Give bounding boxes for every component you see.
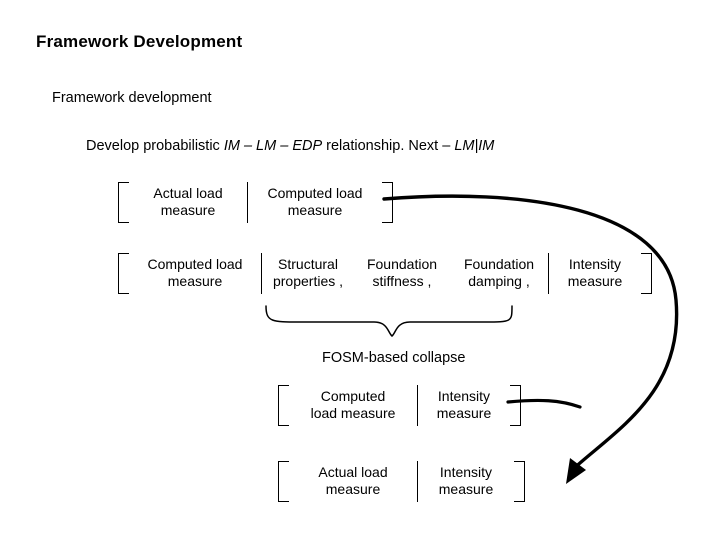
- matrix-cell: Actual load measure: [153, 185, 223, 219]
- matrix-cell: Computed load measure: [247, 182, 382, 224]
- matrix-cell: Intensity measure: [548, 253, 641, 295]
- matrix-cell: Computed load measure: [310, 388, 396, 422]
- bracket-right-icon: [510, 385, 521, 427]
- bracket-left-icon: [118, 182, 129, 224]
- lead-line-italic-2: LM|IM: [454, 138, 495, 154]
- matrix-group-2: Computed load measure Structural propert…: [118, 253, 652, 295]
- flow-arrow-curve: [382, 194, 679, 472]
- matrix-cell: Foundation stiffness ,: [366, 256, 438, 290]
- matrix-cell: Intensity measure: [417, 385, 510, 427]
- bracket-right-icon: [641, 253, 652, 295]
- matrix-cells: Actual load measure Intensity measure: [289, 461, 514, 503]
- matrix-cell: Actual load measure: [318, 464, 388, 498]
- matrix-cell: Computed load measure: [147, 256, 243, 290]
- page-title: Framework Development: [36, 32, 243, 51]
- lead-line-pre: Develop probabilistic: [86, 138, 224, 154]
- lead-line: Develop probabilistic IM – LM – EDP rela…: [86, 138, 494, 154]
- bracket-left-icon: [118, 253, 129, 295]
- bracket-right-icon: [382, 182, 393, 224]
- matrix-cells: Actual load measure Computed load measur…: [129, 182, 382, 224]
- flow-arrow-head-icon: [566, 458, 586, 484]
- lead-line-mid: relationship. Next –: [322, 138, 455, 154]
- matrix-cell: Structural properties ,: [261, 253, 354, 295]
- fosm-label: FOSM-based collapse: [322, 350, 466, 366]
- matrix-cells: Computed load measure Intensity measure: [289, 385, 510, 427]
- bracket-left-icon: [278, 461, 289, 503]
- under-brace-icon: [265, 305, 513, 337]
- section-heading: Framework development: [52, 90, 212, 106]
- matrix-cell: Foundation damping ,: [463, 256, 535, 290]
- matrix-cells: Computed load measure Structural propert…: [129, 253, 641, 295]
- matrix-cell: Intensity measure: [417, 461, 514, 503]
- matrix-group-1: Actual load measure Computed load measur…: [118, 182, 393, 224]
- matrix-group-4: Actual load measure Intensity measure: [278, 461, 525, 503]
- bracket-right-icon: [514, 461, 525, 503]
- lead-line-italic-1: IM – LM – EDP: [223, 138, 323, 154]
- matrix-group-3: Computed load measure Intensity measure: [278, 385, 521, 427]
- bracket-left-icon: [278, 385, 289, 427]
